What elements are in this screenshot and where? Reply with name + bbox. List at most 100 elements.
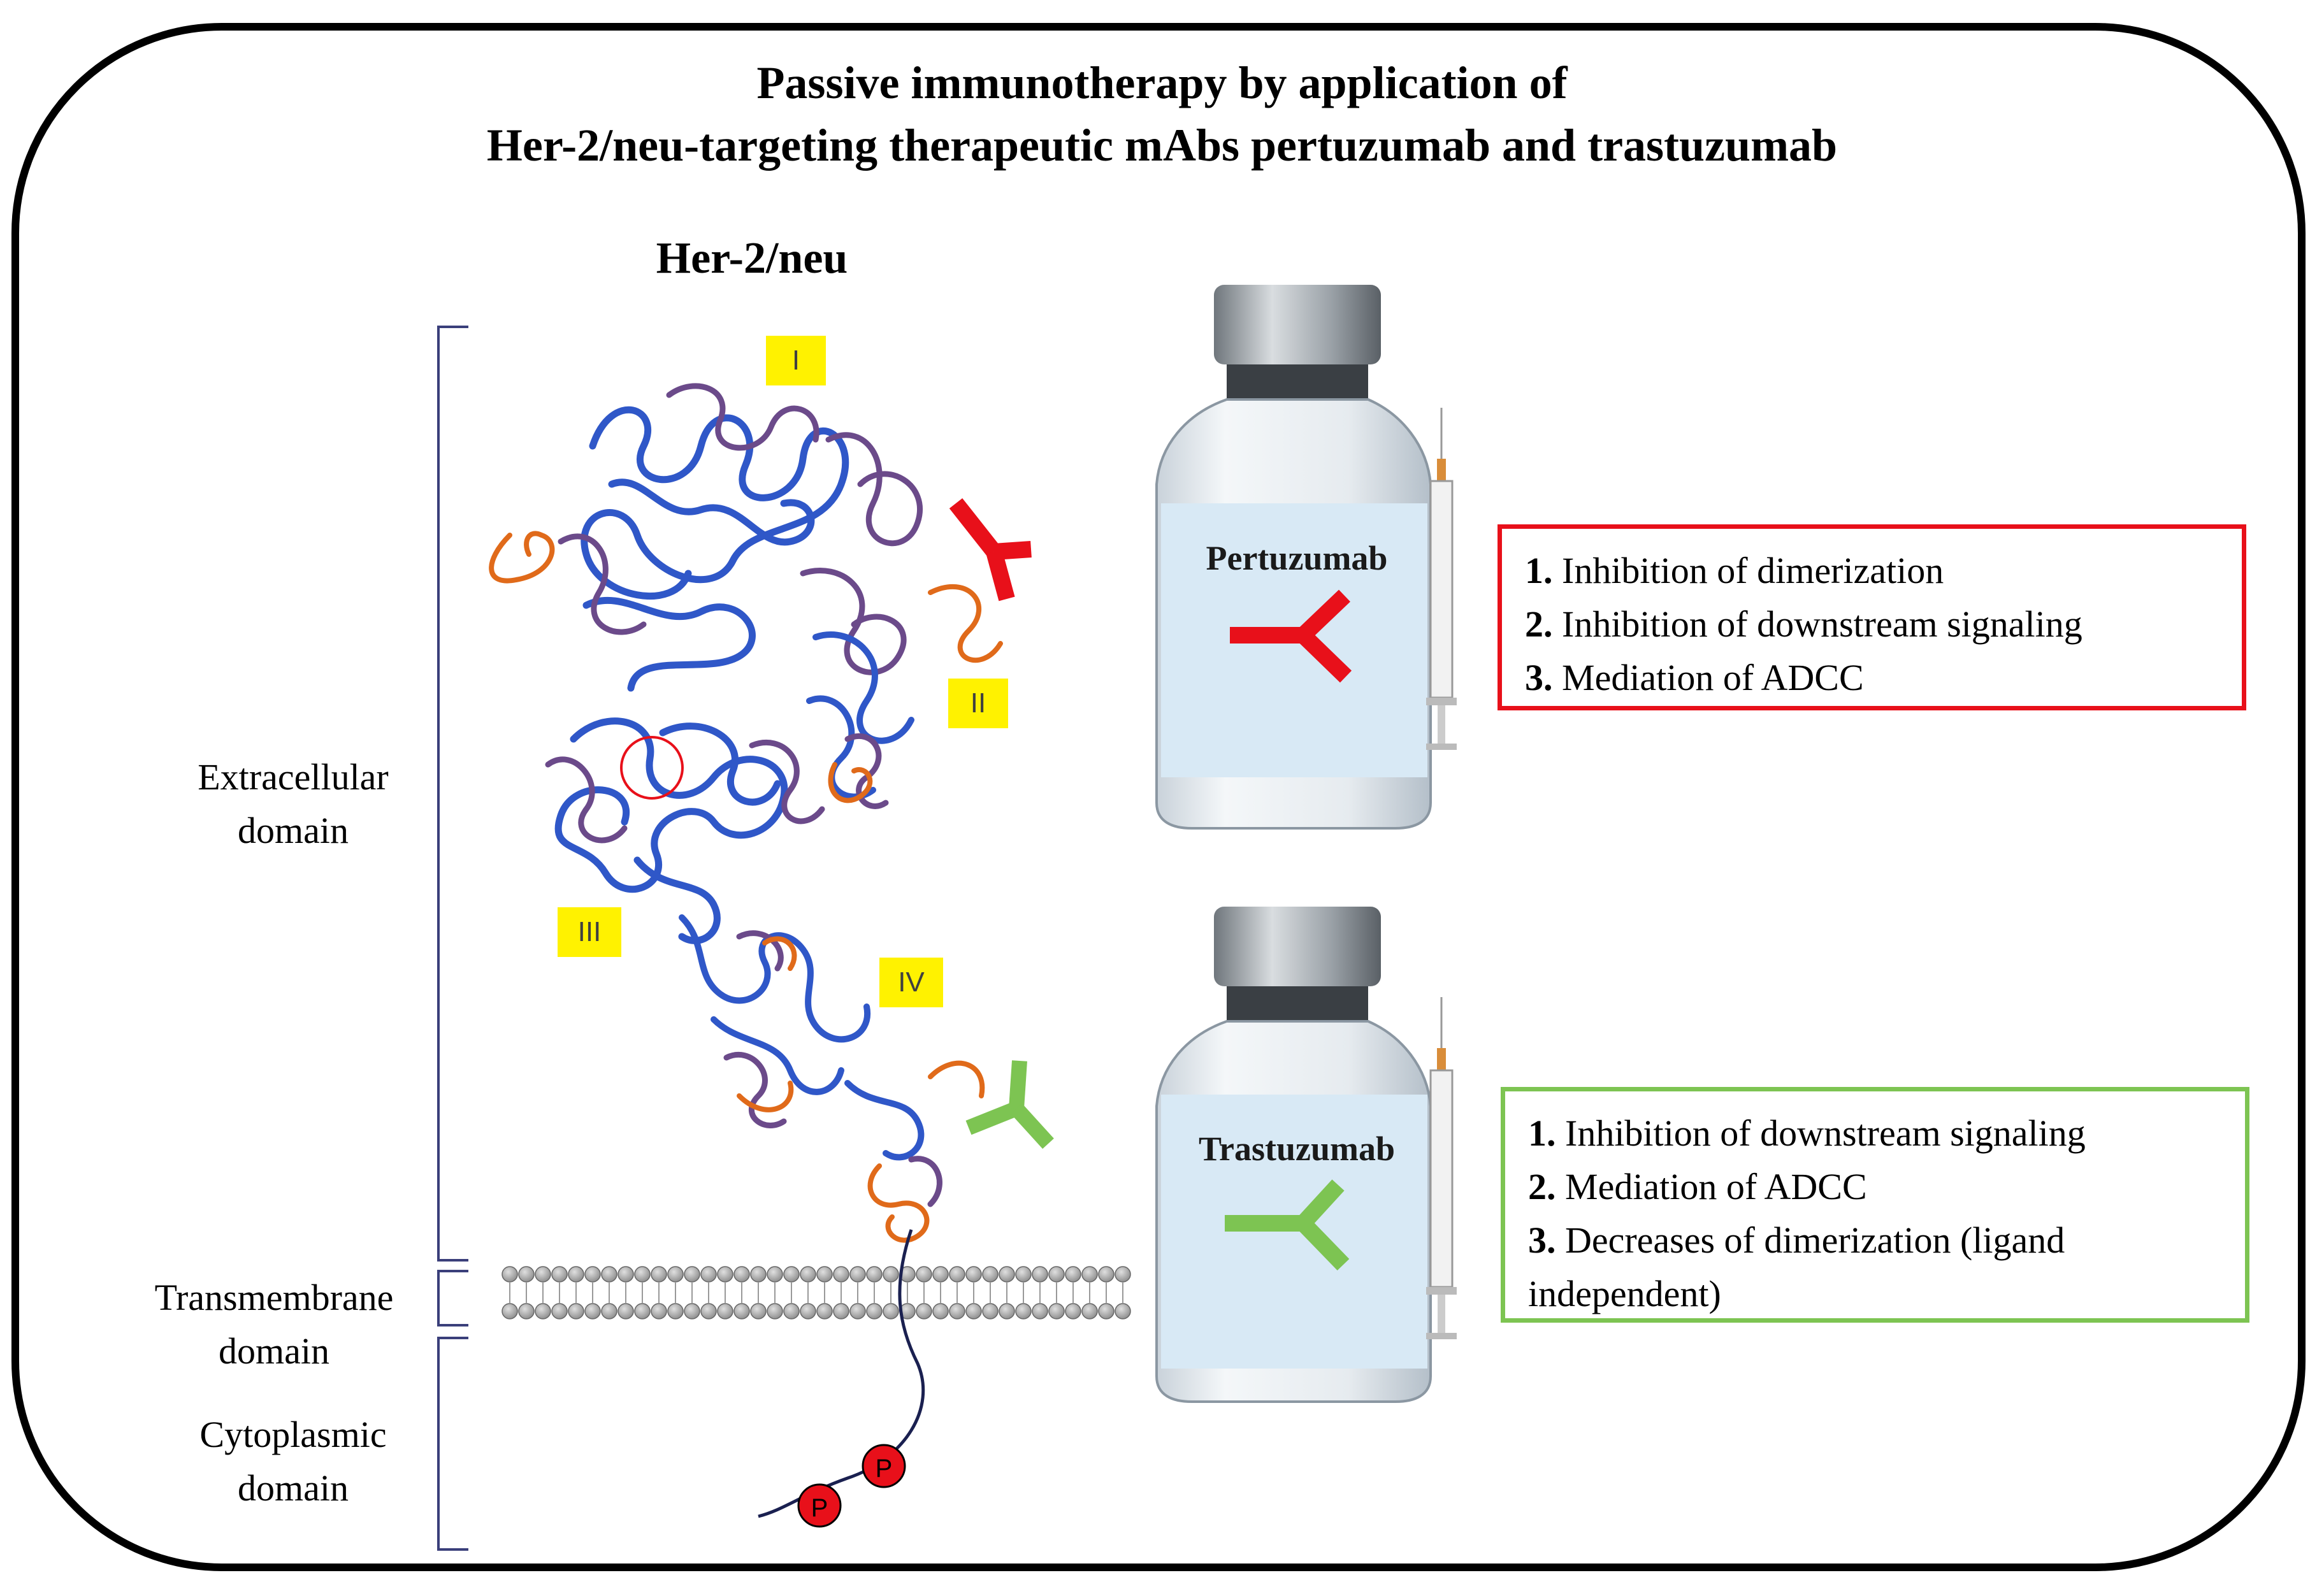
lipid-head — [949, 1266, 965, 1283]
lipid-head — [783, 1303, 800, 1319]
lipid-head — [999, 1266, 1015, 1283]
lipid-head — [800, 1266, 816, 1283]
label-line: Extracellular — [198, 756, 389, 798]
lipid-head — [617, 1266, 634, 1283]
transmembrane-bracket — [437, 1270, 468, 1326]
pertuzumab-vial-label: Pertuzumab — [1206, 539, 1388, 577]
label-line: domain — [238, 1467, 349, 1509]
phospho-group-2: P — [797, 1483, 842, 1528]
lipid-head — [584, 1266, 601, 1283]
membrane-bilayer — [502, 1266, 1131, 1319]
lipid-head — [932, 1303, 949, 1319]
lipid-head — [601, 1266, 617, 1283]
pertuzumab-antibody-icon — [1230, 589, 1352, 683]
mechanism-item: 3. Decreases of dimerization (ligand ind… — [1528, 1219, 2065, 1314]
lipid-head — [733, 1303, 750, 1319]
lipid-head — [849, 1266, 866, 1283]
label-line: domain — [219, 1330, 329, 1372]
subdomain-iii-label: III — [558, 907, 621, 957]
lipid-head — [1081, 1266, 1098, 1283]
lipid-head — [684, 1303, 700, 1319]
lipid-head — [916, 1266, 932, 1283]
lipid-head — [965, 1303, 982, 1319]
domain-ii-ribbon — [806, 631, 914, 800]
lipid-head — [982, 1266, 999, 1283]
lipid-head — [1098, 1266, 1115, 1283]
lipid-head — [717, 1303, 733, 1319]
figure-title-line-2: Her-2/neu-targeting therapeutic mAbs per… — [486, 120, 1838, 171]
subdomain-i-label: I — [766, 336, 826, 385]
lipid-head — [684, 1266, 700, 1283]
figure-frame — [11, 23, 2306, 1571]
domain-iv-ribbon — [679, 914, 925, 1161]
cytoplasmic-bracket — [437, 1337, 468, 1551]
lipid-head — [551, 1266, 568, 1283]
lipid-head — [717, 1266, 733, 1283]
lipid-head — [816, 1266, 833, 1283]
lipid-head — [1065, 1303, 1081, 1319]
lipid-head — [1015, 1266, 1032, 1283]
mechanism-item: 2. Inhibition of downstream signaling — [1525, 603, 2082, 645]
lipid-head — [849, 1303, 866, 1319]
lipid-head — [750, 1266, 767, 1283]
lipid-head — [767, 1266, 783, 1283]
lipid-head — [1048, 1266, 1065, 1283]
lipid-head — [1065, 1266, 1081, 1283]
label-line: Transmembrane — [154, 1277, 394, 1318]
lipid-head — [816, 1303, 833, 1319]
domain-i-loop — [489, 531, 555, 584]
trastuzumab-vial — [1155, 907, 1432, 1403]
lipid-head — [866, 1266, 883, 1283]
lipid-head — [767, 1303, 783, 1319]
lipid-head — [982, 1303, 999, 1319]
lipid-head — [518, 1303, 535, 1319]
lipid-head — [883, 1266, 899, 1283]
lipid-head — [667, 1303, 684, 1319]
mechanism-item: 1. Inhibition of downstream signaling — [1528, 1112, 2086, 1154]
pertuzumab-vial — [1155, 285, 1432, 830]
lipid-head — [1015, 1303, 1032, 1319]
trastuzumab-vial-label: Trastuzumab — [1198, 1130, 1396, 1168]
lipid-head — [733, 1266, 750, 1283]
lipid-head — [651, 1303, 667, 1319]
lipid-head — [568, 1266, 584, 1283]
subdomain-iv-label: IV — [879, 958, 943, 1007]
lipid-head — [833, 1303, 849, 1319]
vial-cap — [1214, 285, 1381, 364]
subdomain-ii-label: II — [948, 679, 1008, 728]
lipid-head — [833, 1266, 849, 1283]
lipid-head — [916, 1303, 932, 1319]
extracellular-bracket — [437, 326, 468, 1262]
lipid-head — [634, 1303, 651, 1319]
lipid-head — [783, 1266, 800, 1283]
lipid-head — [667, 1266, 684, 1283]
lipid-head — [700, 1266, 717, 1283]
receptor-label: Her-2/neu — [656, 234, 848, 283]
lipid-head — [949, 1303, 965, 1319]
domain-iii-ribbon — [554, 717, 788, 944]
lipid-head — [750, 1303, 767, 1319]
lipid-head — [1115, 1303, 1131, 1319]
lipid-head — [932, 1266, 949, 1283]
mechanism-item: 1. Inhibition of dimerization — [1525, 550, 1944, 591]
label-line: Cytoplasmic — [199, 1414, 387, 1455]
extracellular-domain-label: Extracellular domain — [127, 751, 459, 858]
lipid-head — [535, 1266, 551, 1283]
lipid-head — [1081, 1303, 1098, 1319]
lipid-head — [1115, 1266, 1131, 1283]
lipid-head — [700, 1303, 717, 1319]
syringe-icon — [1426, 997, 1457, 1339]
lipid-head — [999, 1303, 1015, 1319]
phospho-label: P — [811, 1494, 828, 1522]
transmembrane-domain-label: Transmembrane domain — [108, 1271, 440, 1378]
domain-brackets — [437, 326, 468, 1551]
lipid-head — [535, 1303, 551, 1319]
binding-site-circle — [620, 736, 684, 800]
lipid-head — [568, 1303, 584, 1319]
lipid-head — [634, 1266, 651, 1283]
cytoplasmic-domain-label: Cytoplasmic domain — [127, 1408, 459, 1515]
pertuzumab-mechanism-box: 1. Inhibition of dimerization 2. Inhibit… — [1498, 524, 2246, 710]
lipid-head — [584, 1303, 601, 1319]
lipid-head — [617, 1303, 634, 1319]
vial-cap — [1214, 907, 1381, 986]
